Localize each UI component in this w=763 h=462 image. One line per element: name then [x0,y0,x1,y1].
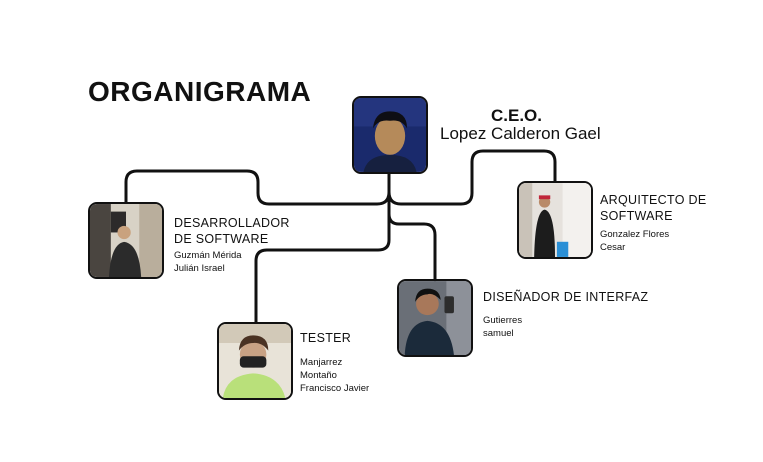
link-designer [387,196,437,282]
tester-role: TESTER [300,331,352,345]
page-title: ORGANIGRAMA [88,76,312,107]
tester-portrait-icon [219,324,291,398]
developer-portrait-icon [90,204,162,277]
tester-name: Manjarrez Montaño Francisco Javier [300,357,370,394]
link-tester [254,202,391,324]
architect-name: Gonzalez Flores Cesar [600,229,670,253]
link-developer [124,169,391,206]
link-architect [387,149,557,206]
ceo-name: Lopez Calderon Gael [440,124,601,143]
developer-role: DESARROLLADOR DE SOFTWARE [174,216,290,246]
architect-role: ARQUITECTO DE SOFTWARE [600,193,707,223]
ceo-portrait-icon [354,98,426,172]
ceo-photo [352,96,428,174]
tester-photo [217,322,293,400]
architect-photo [517,181,593,259]
designer-name: Gutierres samuel [483,315,523,339]
ceo-role: C.E.O. [491,106,543,125]
designer-role: DISEÑADOR DE INTERFAZ [483,290,649,304]
developer-name: Guzmán Mérida Julián Israel [174,250,242,274]
developer-photo [88,202,164,279]
architect-portrait-icon [519,183,591,257]
designer-portrait-icon [399,281,471,355]
designer-photo [397,279,473,357]
